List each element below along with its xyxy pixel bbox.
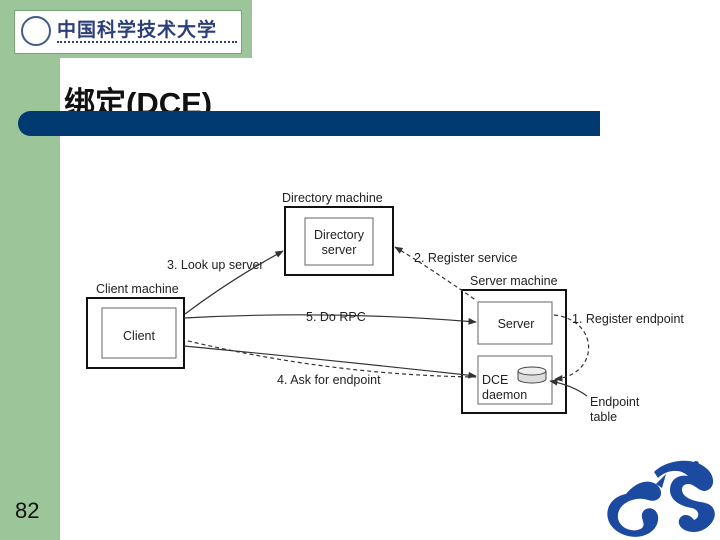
step-1-label: 1. Register endpoint	[572, 312, 684, 326]
step-4-label: 4. Ask for endpoint	[277, 373, 381, 387]
title-underline-bar	[18, 111, 600, 136]
server-label: Server	[498, 317, 535, 331]
client-label: Client	[123, 329, 155, 343]
server-machine: Server machine Server DCE daemon	[461, 274, 567, 414]
directory-machine-label: Directory machine	[282, 191, 383, 205]
step-5-label: 5. Do RPC	[306, 310, 366, 324]
endpoint-table-cylinder-icon	[517, 366, 547, 384]
dce-binding-diagram: Directory machine Directory server Clien…	[86, 191, 684, 424]
university-english-name-line	[57, 41, 237, 46]
arrow-do-rpc	[183, 314, 477, 325]
dragon-emblem-icon	[607, 460, 715, 537]
server-machine-label: Server machine	[470, 274, 558, 288]
arrow-register-endpoint	[553, 314, 590, 382]
directory-server-box	[304, 217, 374, 266]
arrow-register-service	[394, 246, 478, 302]
university-seal-icon	[21, 16, 51, 46]
university-name: 中国科学技术大学	[57, 19, 218, 41]
dce-daemon-label-2: daemon	[482, 388, 527, 402]
directory-machine: Directory machine Directory server	[282, 191, 394, 276]
logo-block: 中国科学技术大学	[0, 0, 252, 58]
endpoint-table-label-1: Endpoint	[590, 395, 640, 409]
arrow-ask-for-endpoint	[183, 345, 477, 379]
university-logo: 中国科学技术大学	[14, 10, 242, 54]
client-machine: Client machine Client	[86, 282, 185, 369]
step-3-label: 3. Look up server	[167, 258, 264, 272]
arrow-look-up-server	[184, 250, 284, 315]
arrow-endpoint-reply	[183, 339, 477, 378]
endpoint-table-label-2: table	[590, 410, 617, 424]
step-2-label: 2. Register service	[414, 251, 518, 265]
dce-daemon-label-1: DCE	[482, 373, 508, 387]
directory-server-label-1: Directory	[314, 228, 365, 242]
client-box	[101, 307, 177, 359]
client-machine-label: Client machine	[96, 282, 179, 296]
server-box	[477, 301, 553, 345]
arrow-endpoint-table-pointer	[549, 379, 588, 397]
directory-server-label-2: server	[322, 243, 357, 257]
left-sidebar-band	[0, 0, 60, 540]
page-number: 82	[15, 498, 40, 523]
